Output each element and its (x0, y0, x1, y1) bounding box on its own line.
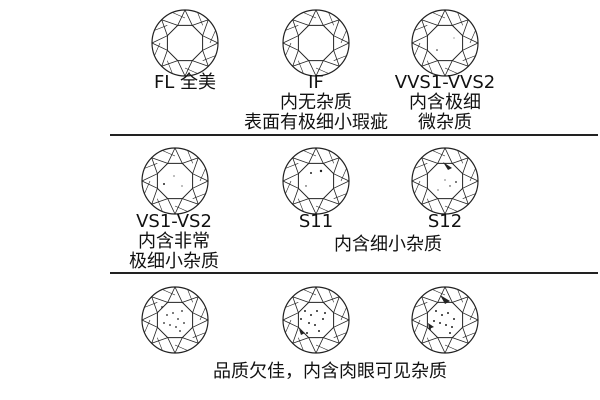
label-si1-line-1: S11 (298, 211, 334, 232)
diamond-i1-icon (140, 285, 210, 355)
label-if-line-2: 内无杂质 (280, 92, 352, 113)
label-if: IF 内无杂质 表面有极细小瑕疵 (244, 73, 388, 133)
diamond-si2-icon (410, 146, 480, 216)
label-vvs-line-3: 微杂质 (417, 112, 472, 133)
diamond-vvs-icon (410, 8, 480, 78)
diamond-vs-icon (140, 146, 210, 216)
label-vs: VS1-VS2 内含非常 极细小杂质 (129, 212, 219, 272)
label-if-line-1: IF (308, 72, 324, 93)
label-si2-line-1: S12 (427, 211, 463, 232)
label-fl-line-1: FL 全美 (153, 72, 217, 93)
diamond-i3-icon (410, 285, 480, 355)
label-vs-line-3: 极细小杂质 (129, 251, 219, 272)
label-fl: FL 全美 (154, 73, 216, 93)
label-vvs-line-2: 内含极细 (408, 92, 481, 113)
label-vs-line-1: VS1-VS2 (136, 211, 212, 232)
label-si1: S11 (299, 212, 333, 232)
diamond-if-icon (281, 8, 351, 78)
label-vvs: VVS1-VVS2 内含极细 微杂质 (395, 73, 495, 133)
label-vvs-line-1: VVS1-VVS2 (394, 72, 496, 93)
diamond-i2-icon (281, 285, 351, 355)
label-vs-line-2: 内含非常 (138, 231, 210, 252)
label-si-shared-caption: 内含细小杂质 (334, 234, 442, 255)
diamond-fl-icon (150, 8, 220, 78)
divider-line-2 (110, 272, 598, 274)
divider-line-1 (110, 134, 598, 136)
diamond-si1-icon (281, 146, 351, 216)
label-si2: S12 (428, 212, 462, 232)
label-included-shared-caption: 品质欠佳，内含肉眼可见杂质 (213, 361, 447, 382)
label-if-line-3: 表面有极细小瑕疵 (244, 112, 388, 133)
